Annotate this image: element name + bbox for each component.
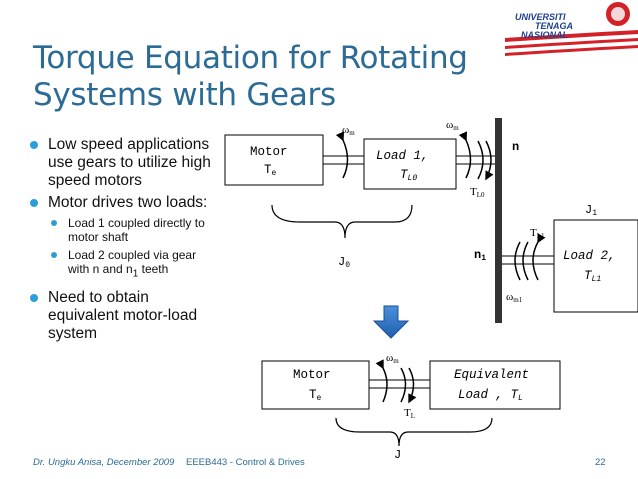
- tl-arrow: [400, 367, 407, 403]
- footer-author: Dr. Ungku Anisa, December 2009: [33, 457, 175, 468]
- gear-n-label: n: [512, 140, 519, 154]
- gear-n1-label: n1: [474, 248, 486, 263]
- eq-load-label2: Load , TL: [458, 388, 523, 403]
- svg-text:TENAGA: TENAGA: [535, 21, 573, 31]
- load2-box: [553, 219, 638, 313]
- footer-course: EEEB443 - Control & Drives: [186, 457, 305, 468]
- eq-load-box: [429, 360, 561, 410]
- eq-motor-box: [261, 360, 370, 410]
- motor-label: Motor: [250, 145, 288, 159]
- j-label: J: [394, 448, 401, 462]
- down-arrow-icon: [372, 305, 410, 339]
- sub-bullet-load2: Load 2 coupled via gear with n and n1 te…: [48, 248, 218, 281]
- j-brace: [335, 417, 493, 447]
- title-line-2: Systems with Gears: [33, 77, 336, 113]
- tl1-label: TL1: [530, 227, 545, 240]
- j1-label: J1: [585, 203, 597, 218]
- eq-motor-label: Motor: [293, 368, 331, 382]
- omega-m-label-2: ωm: [446, 119, 459, 132]
- load2-label: Load 2,: [563, 249, 616, 263]
- load1-label: Load 1,: [376, 149, 429, 163]
- svg-text:NASIONAL: NASIONAL: [521, 30, 568, 40]
- motor-box: [224, 134, 324, 186]
- tl1-arrow: [514, 241, 521, 281]
- bullet-two-loads: Motor drives two loads:: [28, 194, 218, 212]
- slide-title: Torque Equation for Rotating Systems wit…: [33, 40, 513, 114]
- omega-arrow-load1: [458, 131, 472, 179]
- university-logo: UNIVERSITI TENAGA NASIONAL: [505, 2, 638, 56]
- j0-brace: [271, 204, 413, 239]
- bullet-list: Low speed applications use gears to util…: [28, 136, 218, 347]
- eq-load-label1: Equivalent: [454, 368, 529, 382]
- omega-arrow-motor: [335, 131, 349, 179]
- bullet-equivalent: Need to obtain equivalent motor-load sys…: [28, 289, 218, 343]
- omega-m-label-1: ωm: [342, 124, 355, 137]
- footer-page-number: 22: [595, 457, 606, 468]
- title-line-1: Torque Equation for Rotating: [33, 40, 468, 76]
- omega-m-label-eq: ωm: [386, 352, 399, 365]
- motor-te: Te: [264, 163, 277, 178]
- gear-shaft: [495, 118, 502, 323]
- load1-tl0: TL0: [400, 168, 417, 183]
- bullet-low-speed: Low speed applications use gears to util…: [28, 136, 218, 190]
- omega-m1-label: ωm1: [506, 291, 523, 304]
- sub-bullet-load1: Load 1 coupled directly to motor shaft: [48, 216, 218, 244]
- eq-motor-te: Te: [309, 388, 322, 403]
- load2-tl1: TL1: [584, 269, 601, 284]
- omega-arrow-eq: [375, 359, 388, 403]
- tl-label: TL: [404, 407, 415, 420]
- tl0-arrow: [477, 140, 484, 180]
- svg-text:UNIVERSITI: UNIVERSITI: [515, 12, 566, 22]
- tl0-label: TL0: [470, 186, 485, 199]
- j0-label: J0: [338, 255, 350, 270]
